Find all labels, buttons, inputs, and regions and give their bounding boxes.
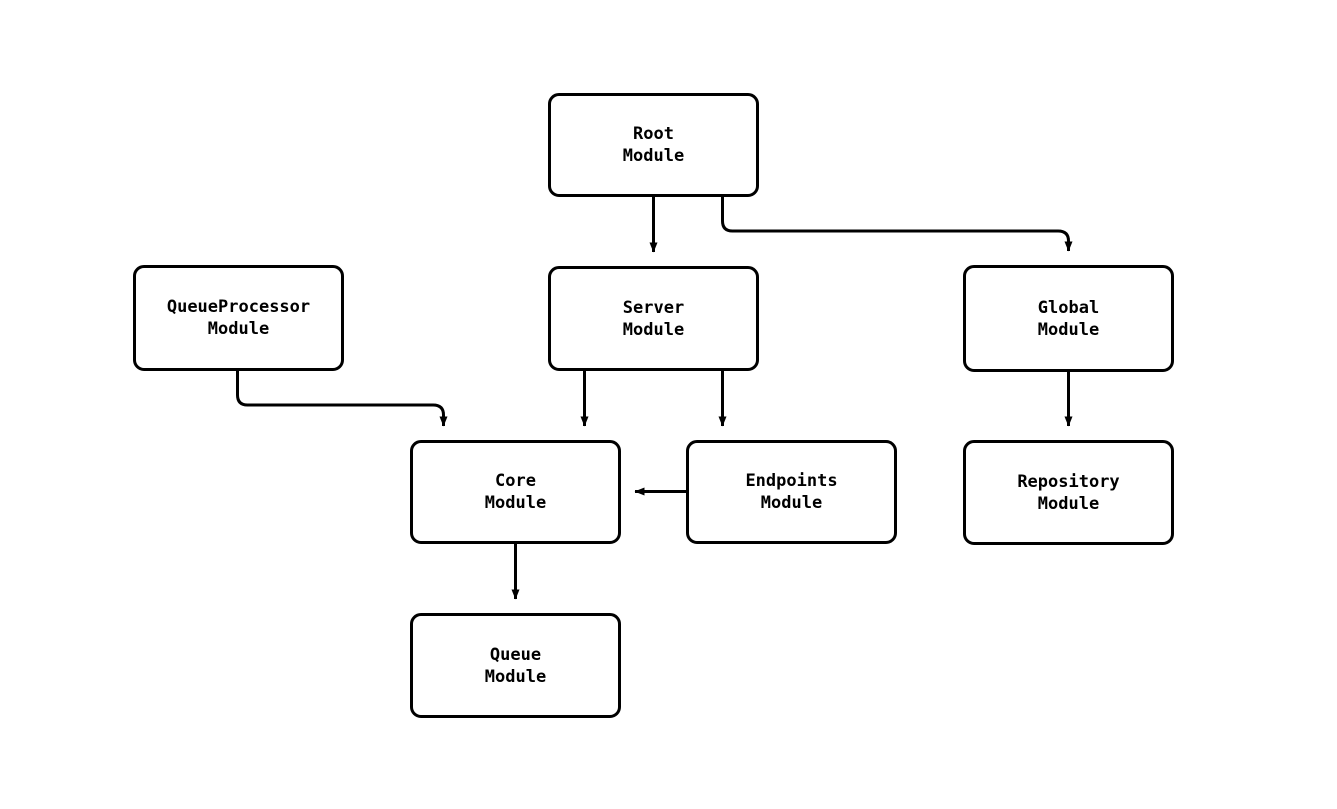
node-label: Repository Module bbox=[1017, 471, 1120, 514]
node-label: Endpoints Module bbox=[745, 471, 838, 513]
node-label: QueueProcessor Module bbox=[166, 297, 311, 339]
edge-queueprocessor-to-core bbox=[236, 371, 448, 427]
node-server-module[interactable]: Server Module bbox=[548, 266, 759, 371]
node-queue-module[interactable]: Queue Module bbox=[410, 613, 621, 718]
node-root-module[interactable]: Root Module bbox=[548, 93, 759, 197]
node-endpoints-module[interactable]: Endpoints Module bbox=[686, 440, 897, 544]
node-label: Queue Module bbox=[484, 644, 547, 687]
node-global-module[interactable]: Global Module bbox=[963, 265, 1174, 372]
node-label: Global Module bbox=[1037, 297, 1100, 340]
node-label: Server Module bbox=[622, 297, 685, 340]
node-queueprocessor-module[interactable]: QueueProcessor Module bbox=[133, 265, 344, 371]
node-core-module[interactable]: Core Module bbox=[410, 440, 621, 544]
edge-root-to-global bbox=[721, 197, 1073, 252]
node-label: Root Module bbox=[622, 124, 685, 166]
node-repository-module[interactable]: Repository Module bbox=[963, 440, 1174, 545]
node-label: Core Module bbox=[484, 471, 547, 513]
